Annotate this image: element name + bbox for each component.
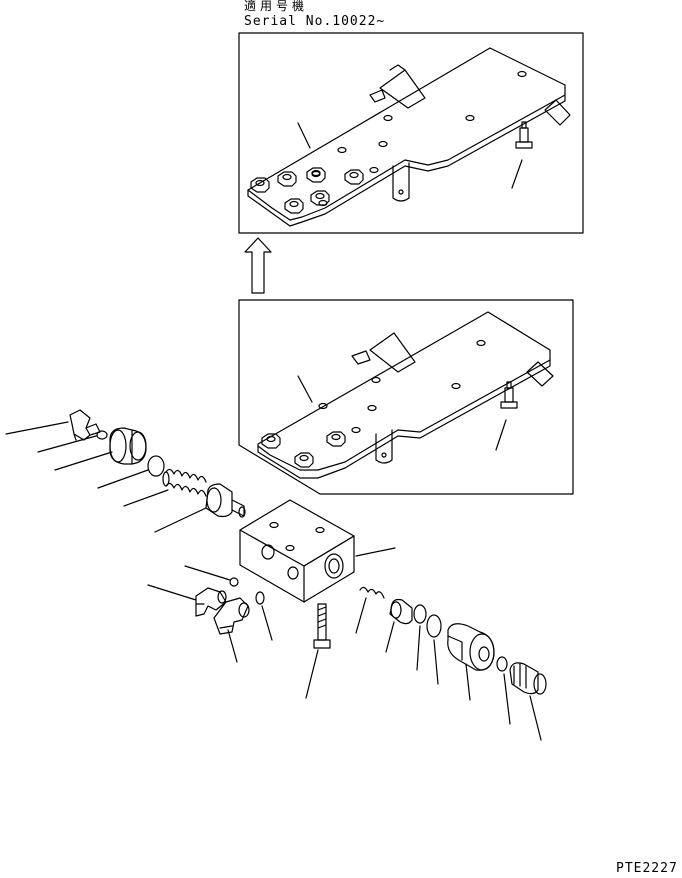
leader-line	[297, 375, 313, 403]
detail-box-new-serial	[238, 32, 584, 234]
nut	[306, 167, 326, 183]
plug	[109, 427, 147, 465]
nut	[294, 452, 314, 468]
applies-to-label: 適用号機	[244, 0, 309, 13]
straight-fitting	[509, 662, 547, 695]
o-ring	[255, 591, 265, 605]
o-ring	[413, 604, 427, 624]
nut	[326, 431, 346, 447]
elbow-fitting	[213, 597, 250, 635]
bolt	[313, 603, 331, 649]
valve-block	[239, 499, 355, 603]
nut	[250, 177, 270, 193]
bolt	[500, 381, 518, 409]
spool	[205, 483, 246, 518]
elbow-fitting	[69, 409, 101, 441]
leader-line	[511, 159, 523, 189]
o-ring	[496, 656, 508, 672]
o-ring	[229, 577, 239, 587]
nut	[277, 171, 297, 187]
leader-line	[297, 122, 311, 149]
leader-line	[495, 419, 507, 451]
nut	[344, 169, 364, 185]
plug	[447, 623, 495, 671]
nut	[310, 190, 330, 206]
mounting-bracket-plate	[247, 47, 571, 227]
spring	[359, 586, 385, 599]
spring	[162, 468, 207, 497]
o-ring	[147, 455, 165, 477]
piston	[389, 598, 413, 625]
detail-box-current	[238, 299, 574, 495]
mounting-bracket-plate	[257, 311, 554, 479]
drawing-code: PTE2227	[616, 861, 678, 876]
serial-number-label: Serial No.10022~	[244, 14, 386, 29]
o-ring	[96, 430, 108, 440]
up-arrow-icon	[244, 237, 272, 294]
bolt	[515, 121, 533, 149]
o-ring	[426, 614, 442, 638]
leader-lines	[5, 421, 542, 741]
nut	[284, 198, 304, 214]
elbow-fitting	[195, 587, 227, 617]
valve-assembly	[5, 409, 547, 741]
nut	[261, 433, 281, 449]
